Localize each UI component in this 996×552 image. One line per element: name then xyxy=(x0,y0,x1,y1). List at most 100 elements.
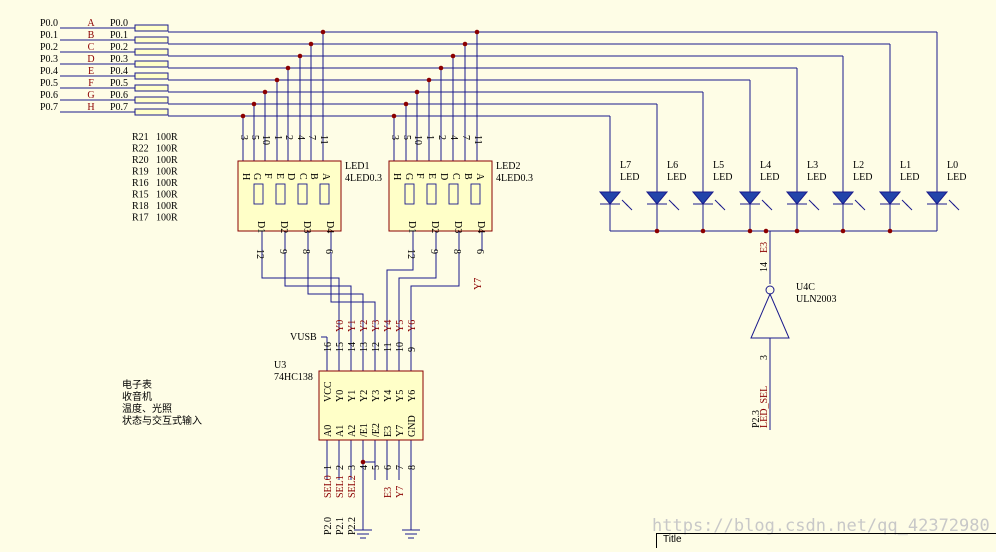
chip-name: U3 xyxy=(274,360,286,371)
chip-part: 74HC138 xyxy=(274,372,313,383)
pin-number: 9 xyxy=(407,347,418,352)
pin-number: 3 xyxy=(238,135,249,140)
net-label: P0.1 xyxy=(110,30,128,41)
junction-dot xyxy=(462,41,468,47)
resistor-value: 100R xyxy=(156,132,178,143)
chip-pin-label: A0 xyxy=(323,425,334,437)
display-pin-label: E xyxy=(274,173,285,179)
pin-number: 9 xyxy=(428,249,439,254)
led-part: LED xyxy=(713,172,732,183)
port-label: P0.7 xyxy=(40,102,58,113)
led-part: LED xyxy=(853,172,872,183)
segment-letter: E xyxy=(88,66,94,77)
pin-number: 8 xyxy=(407,465,418,470)
chip-pin-label: Y7 xyxy=(395,425,406,437)
wire xyxy=(625,203,633,211)
resistor xyxy=(134,84,169,92)
pin-number: 12 xyxy=(371,342,382,352)
display-pin-label: F xyxy=(414,173,425,179)
wire xyxy=(718,203,726,211)
resistor xyxy=(134,48,169,56)
led-part: LED xyxy=(807,172,826,183)
pin-number: 4 xyxy=(359,465,370,470)
net-label: P0.4 xyxy=(110,66,128,77)
pin-number: 11 xyxy=(318,135,329,145)
note-line: 电子表 xyxy=(122,380,152,391)
wire xyxy=(261,252,340,337)
junction-dot xyxy=(391,113,397,119)
led-part: LED xyxy=(620,172,639,183)
pin-number: 6 xyxy=(383,465,394,470)
pin-number: 7 xyxy=(395,465,406,470)
chip-pin-label: GND xyxy=(407,415,418,437)
inverter-bubble xyxy=(765,285,775,295)
net-label: P0.7 xyxy=(110,102,128,113)
chip-pin-label: Y0 xyxy=(335,390,346,402)
wire xyxy=(330,252,376,337)
resistor-value: 100R xyxy=(156,201,178,212)
port-label: P0.3 xyxy=(40,54,58,65)
led-icon xyxy=(645,191,669,205)
seven-seg-glyph xyxy=(426,183,437,205)
pin-number: 3 xyxy=(347,465,358,470)
led-icon xyxy=(738,191,762,205)
power-label: VUSB xyxy=(290,332,317,343)
pin-number: 1 xyxy=(424,135,435,140)
segment-letter: A xyxy=(87,18,95,29)
resistor-name: R18 xyxy=(132,201,149,212)
chip-pin-label: E3 xyxy=(383,426,394,437)
wire xyxy=(952,203,960,211)
resistor-value: 100R xyxy=(156,190,178,201)
pin-number: 11 xyxy=(383,342,394,352)
pin-number: 5 xyxy=(401,135,412,140)
resistor xyxy=(134,72,169,80)
chip-pin-label: A1 xyxy=(335,425,346,437)
led-icon xyxy=(785,191,809,205)
net-label: P0.2 xyxy=(110,42,128,53)
junction-dot xyxy=(654,228,660,234)
junction-dot xyxy=(285,65,291,71)
junction-dot xyxy=(700,228,706,234)
pin-number: 8 xyxy=(300,249,311,254)
led-name: L5 xyxy=(713,160,724,171)
port-label: P0.4 xyxy=(40,66,58,77)
pin-number: 10 xyxy=(412,135,423,145)
resistor xyxy=(134,108,169,116)
buffer-icon xyxy=(750,292,790,339)
pin-number: 6 xyxy=(323,249,334,254)
junction-dot xyxy=(426,77,432,83)
resistor-value: 100R xyxy=(156,155,178,166)
port-label: P0.1 xyxy=(40,30,58,41)
led-name: L4 xyxy=(760,160,771,171)
display-pin-label: G xyxy=(251,173,262,180)
pin-number: 2 xyxy=(283,135,294,140)
resistor xyxy=(134,60,169,68)
pin-number: 10 xyxy=(260,135,271,145)
resistor-name: R20 xyxy=(132,155,149,166)
display-pin-label: B xyxy=(308,173,319,180)
net-label: Y0 xyxy=(335,320,346,332)
net-label: P0.0 xyxy=(110,18,128,29)
junction-dot xyxy=(240,113,246,119)
resistor xyxy=(134,36,169,44)
display-pin-label: F xyxy=(262,173,273,179)
junction-dot xyxy=(794,228,800,234)
pin-number: 15 xyxy=(335,342,346,352)
pin-number: 3 xyxy=(389,135,400,140)
display-pin-label: C xyxy=(297,173,308,180)
display-part: 4LED0.3 xyxy=(345,173,382,184)
net-label: Y7 xyxy=(473,278,484,290)
resistor-value: 100R xyxy=(156,167,178,178)
resistor-value: 100R xyxy=(156,144,178,155)
note-line: 温度、光照 xyxy=(122,404,172,415)
display-pin-label: A xyxy=(320,173,331,181)
resistor-value: 100R xyxy=(156,178,178,189)
seven-seg-glyph xyxy=(275,183,286,205)
display-pin-label: C xyxy=(450,173,461,180)
pin-number: 12 xyxy=(405,249,416,259)
notes-block: 电子表 收音机 温度、光照 状态与交互式输入 xyxy=(122,380,202,428)
seven-seg-glyph xyxy=(253,183,264,205)
net-label: P0.6 xyxy=(110,90,128,101)
wire xyxy=(858,203,866,211)
net-label: SEL2 xyxy=(347,475,358,498)
